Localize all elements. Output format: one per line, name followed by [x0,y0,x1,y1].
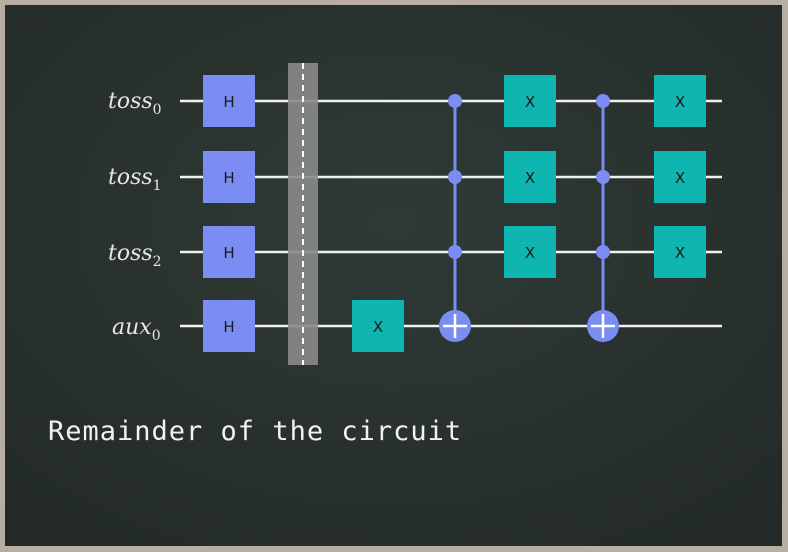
x-gate-toss-1: X [654,151,706,203]
x-gate-toss-2: X [654,226,706,278]
qubit-label-toss-2: toss2 [108,241,162,270]
qubit-label-aux-0: aux0 [112,315,161,344]
h-gate-label: H [223,93,234,111]
qubit-label-toss-1: toss1 [108,165,162,194]
h-gate-aux-0: H [203,300,255,352]
multi-controlled-x-1 [439,94,471,342]
h-gate-toss-2: H [203,226,255,278]
barrier-bar [288,63,318,365]
x-gate-toss-0: X [654,75,706,127]
barrier [288,63,318,365]
x-gate-label: X [525,93,535,111]
control-dot [596,170,610,184]
hadamard-gates: H H H H [203,75,255,352]
x-gate-label: X [675,93,685,111]
x-gate-toss-1: X [504,151,556,203]
x-gate-label: X [525,244,535,262]
control-dot [596,94,610,108]
x-gate-label: X [675,169,685,187]
x-gate-column-1: X X X [504,75,556,278]
qubit-label-toss-0: toss0 [108,89,162,118]
h-gate-label: H [223,244,234,262]
x-gate-label: X [525,169,535,187]
h-gate-label: H [223,318,234,336]
x-gate-toss-0: X [504,75,556,127]
chalkboard [5,5,782,546]
h-gate-toss-1: H [203,151,255,203]
x-gate-label: X [373,318,383,336]
control-dot [448,245,462,259]
h-gate-label: H [223,169,234,187]
control-dot [448,94,462,108]
qubit-labels: toss0 toss1 toss2 aux0 [108,89,162,344]
control-dot [448,170,462,184]
control-dot [596,245,610,259]
x-gate-toss-2: X [504,226,556,278]
x-gate-aux-0: X [352,300,404,352]
x-gate-label: X [675,244,685,262]
multi-controlled-x-2 [587,94,619,342]
caption: Remainder of the circuit [48,416,462,447]
h-gate-toss-0: H [203,75,255,127]
x-gate-column-2: X X X [654,75,706,278]
